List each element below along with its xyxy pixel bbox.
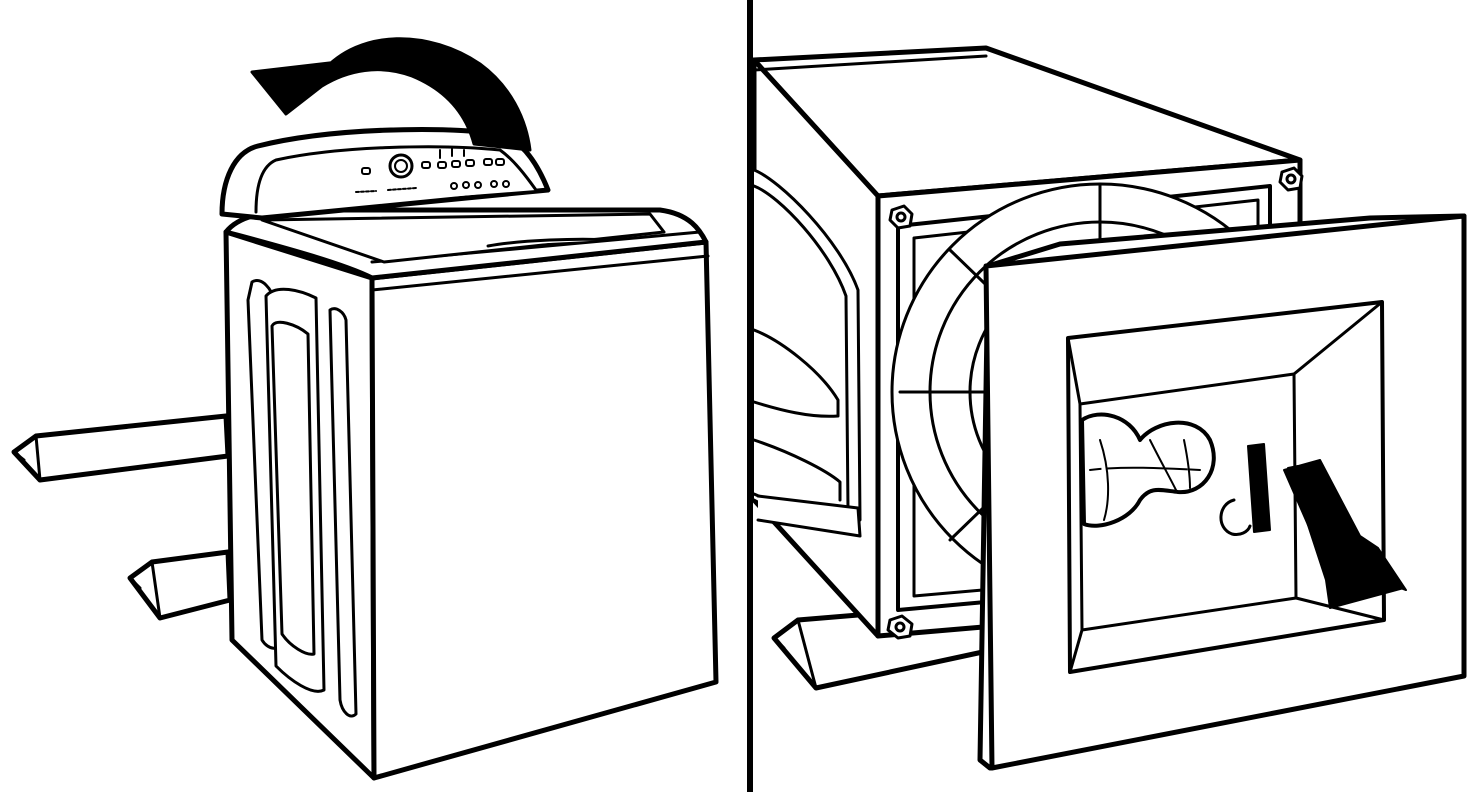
panel-cutout xyxy=(1080,412,1216,528)
bolt-icon xyxy=(886,614,914,640)
arrow-outward xyxy=(1247,443,1407,609)
washer-front-face xyxy=(369,239,719,781)
shipping-skid-lower xyxy=(127,549,233,621)
shipping-skid-upper xyxy=(11,413,231,483)
left-panel xyxy=(11,37,719,781)
front-panel-removed xyxy=(977,213,1467,771)
right-panel xyxy=(751,45,1467,771)
console-buttons xyxy=(355,147,510,193)
side-emboss-right xyxy=(328,307,358,718)
mounting-bolts xyxy=(886,166,1304,640)
bolt-icon xyxy=(1278,166,1304,192)
washer-body xyxy=(219,127,719,781)
bolt-icon xyxy=(888,204,914,230)
curved-arrow-counterclockwise xyxy=(250,37,532,152)
latch-hook xyxy=(1219,498,1252,536)
washer-lid xyxy=(260,212,666,264)
